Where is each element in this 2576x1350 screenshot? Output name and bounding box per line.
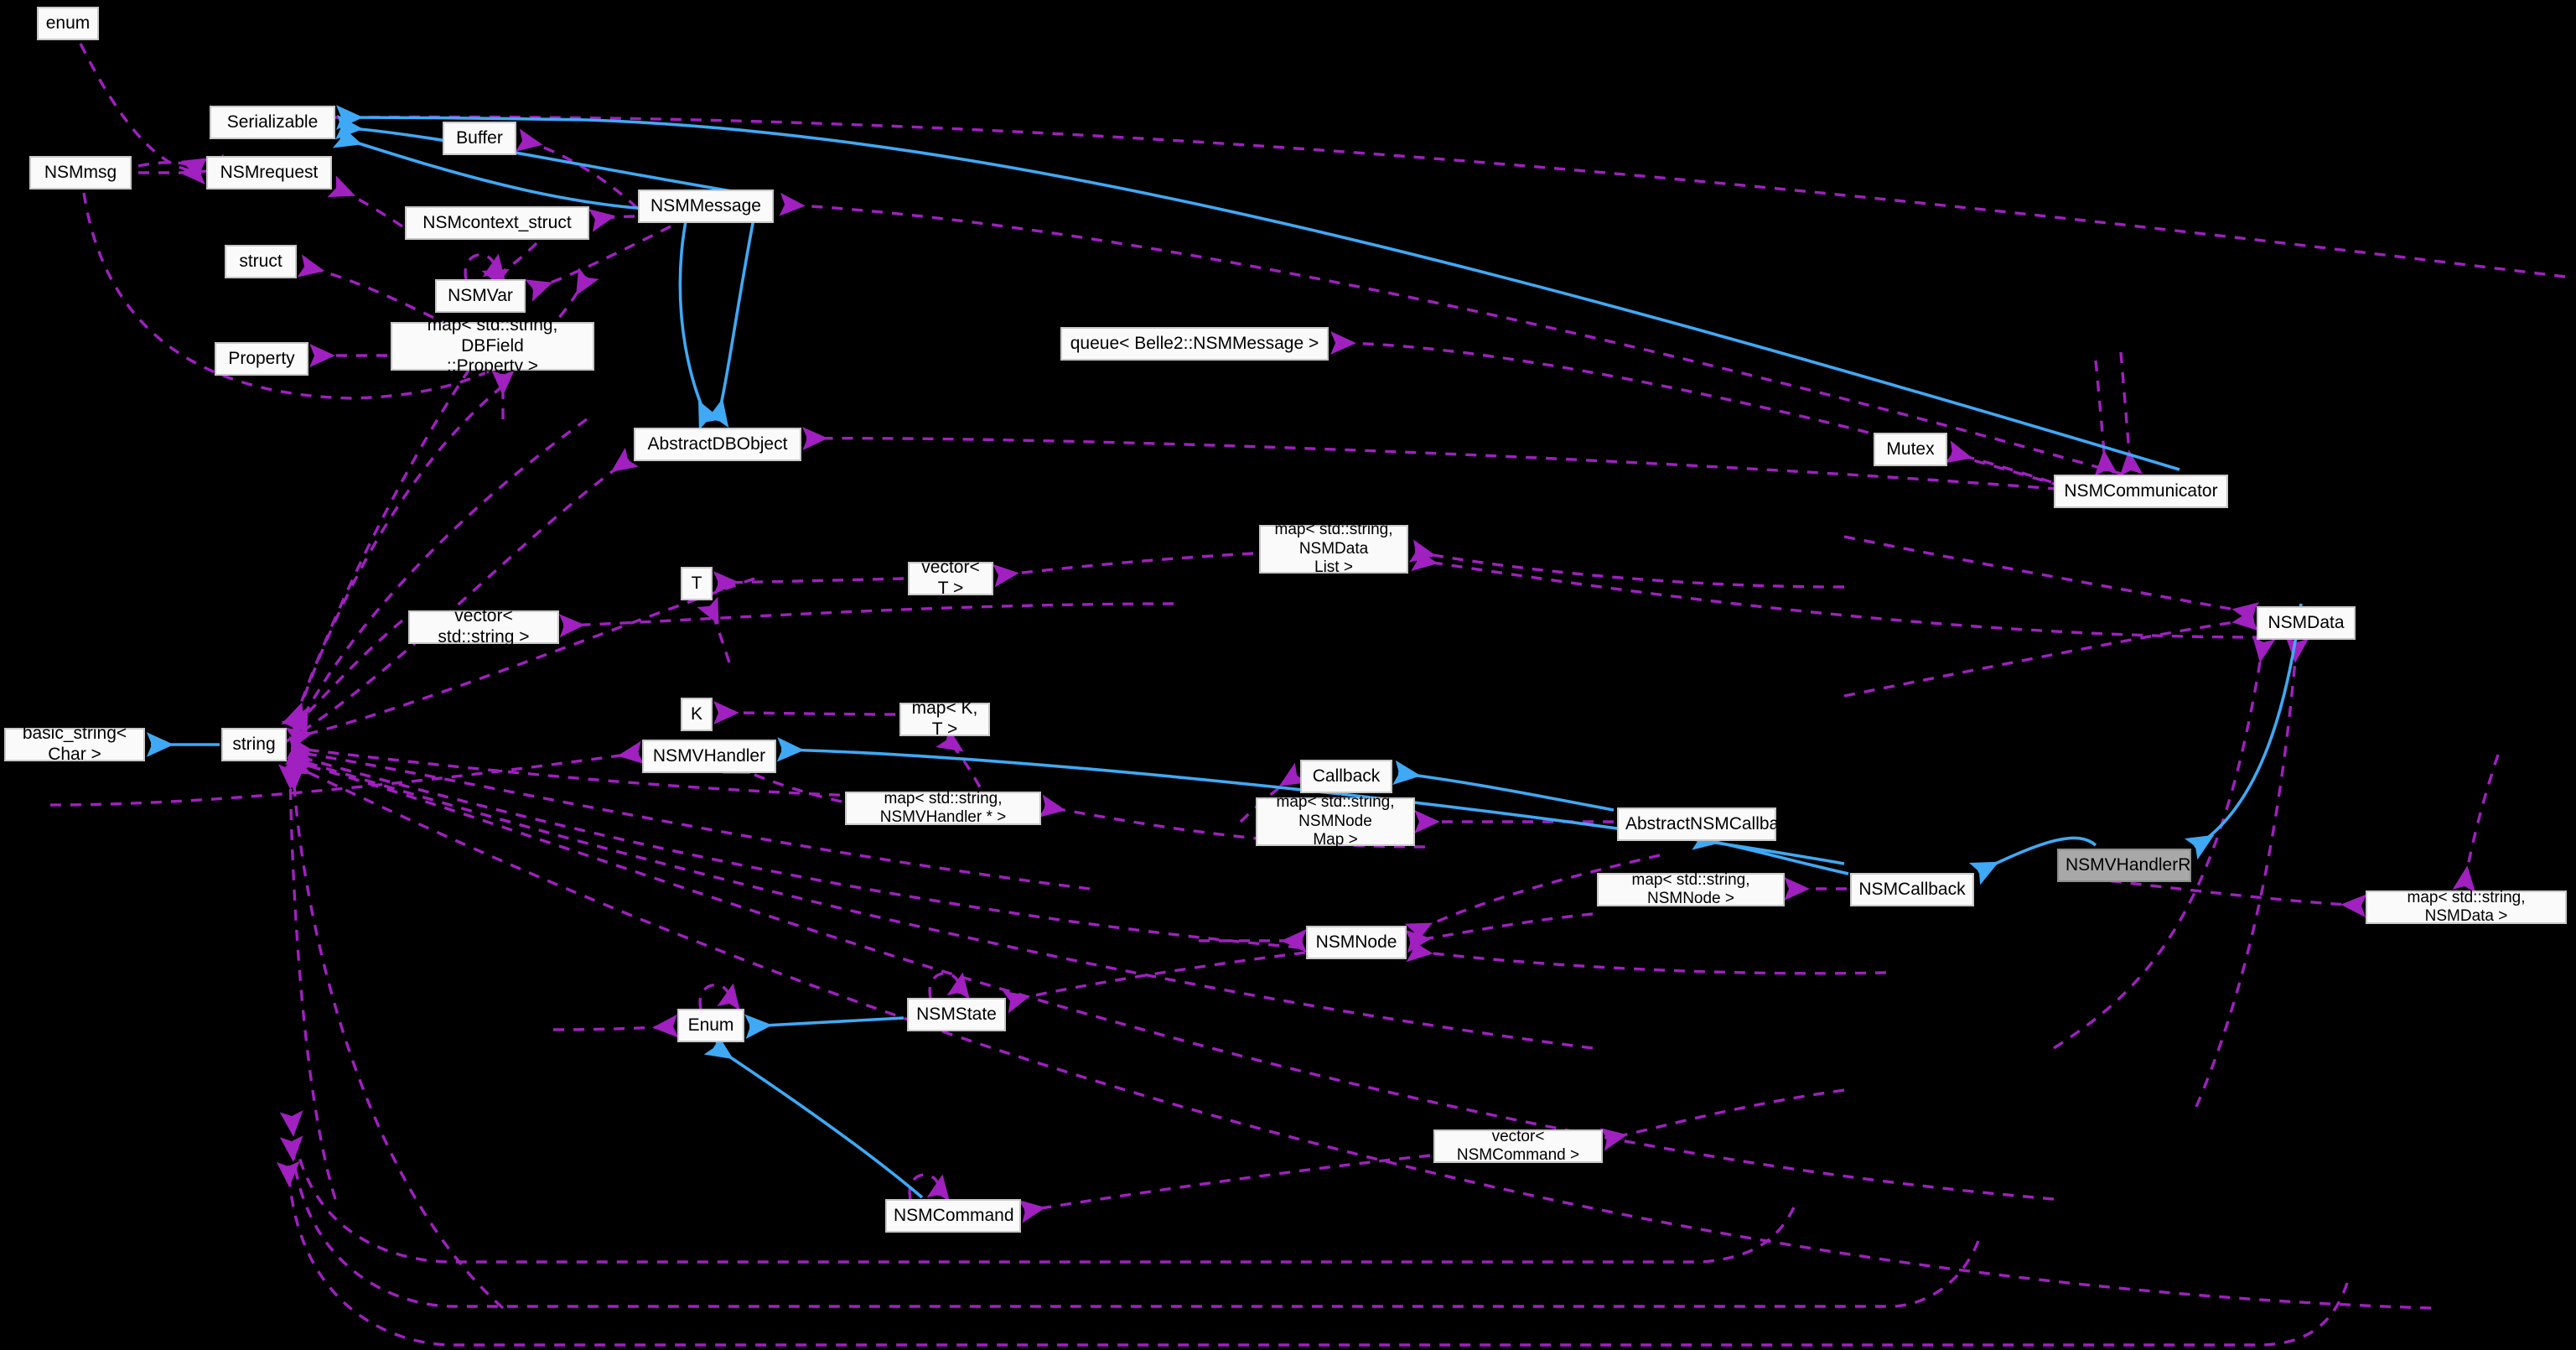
node-map-k-t[interactable]: map< K, T > <box>899 698 990 739</box>
node-nsmvhandler[interactable]: NSMVHandler <box>642 740 776 773</box>
node-label: map< std::string, NSMData List > <box>1274 521 1393 577</box>
node-label: map< std::string, NSMData > <box>2407 888 2526 925</box>
node-nsmrequest[interactable]: NSMrequest <box>206 156 332 190</box>
node-label: NSMData <box>2268 612 2345 632</box>
node-label: AbstractDBObject <box>647 434 788 454</box>
node-nsmvhandlerref[interactable]: NSMVHandlerRef <box>2057 849 2205 882</box>
node-buffer[interactable]: Buffer <box>443 122 516 155</box>
node-label: NSMmsg <box>44 162 117 182</box>
node-nsmcommunicator[interactable]: NSMCommunicator <box>2054 475 2228 508</box>
node-label: map< std::string, NSMNode > <box>1631 870 1750 907</box>
node-label: map< std::string, NSMVHandler * > <box>879 789 1007 826</box>
node-k[interactable]: K <box>681 698 713 731</box>
node-property[interactable]: Property <box>215 342 308 376</box>
node-map-nsmnode[interactable]: map< std::string, NSMNode > <box>1597 870 1785 907</box>
node-nsmnode[interactable]: NSMNode <box>1306 926 1407 959</box>
node-label: vector< T > <box>921 558 980 598</box>
node-label: NSMState <box>916 1004 997 1024</box>
node-label: NSMCommunicator <box>2064 480 2218 501</box>
node-serializable[interactable]: Serializable <box>210 106 335 139</box>
node-callback[interactable]: Callback <box>1300 760 1392 793</box>
node-label: NSMMessage <box>650 195 761 215</box>
node-vector-t[interactable]: vector< T > <box>908 558 993 598</box>
node-label: Serializable <box>226 112 319 132</box>
node-enum[interactable]: enum <box>37 7 99 40</box>
node-string[interactable]: string <box>221 728 287 761</box>
node-queue-nsmmessage[interactable]: queue< Belle2::NSMMessage > <box>1060 327 1329 361</box>
node-nsmcommand[interactable]: NSMCommand <box>885 1199 1021 1233</box>
node-label: struct <box>239 251 282 271</box>
node-label: NSMVHandler <box>652 745 766 766</box>
node-map-dbfield-property[interactable]: map< std::string, DBField ::Property > <box>391 315 594 376</box>
node-label: Property <box>228 348 295 368</box>
node-abstractdbobject[interactable]: AbstractDBObject <box>634 428 801 461</box>
node-map-nsmvhandler-ptr[interactable]: map< std::string, NSMVHandler * > <box>845 789 1041 826</box>
node-label: NSMNode <box>1315 932 1397 952</box>
node-label: vector< std::string > <box>438 606 530 646</box>
node-abstractnsmcallback[interactable]: AbstractNSMCallback <box>1617 807 1797 841</box>
node-nsmcallback[interactable]: NSMCallback <box>1850 873 1974 906</box>
node-label: vector< NSMCommand > <box>1456 1127 1580 1164</box>
node-label: Callback <box>1312 766 1381 786</box>
node-struct[interactable]: struct <box>225 245 297 278</box>
node-vector-nsmcommand[interactable]: vector< NSMCommand > <box>1433 1127 1603 1164</box>
node-nsmmessage[interactable]: NSMMessage <box>638 190 774 223</box>
node-nsmcontext-struct[interactable]: NSMcontext_struct <box>405 206 589 240</box>
node-label: queue< Belle2::NSMMessage > <box>1070 333 1319 353</box>
node-label: map< std::string, DBField ::Property > <box>427 314 558 376</box>
node-map-nsmdata[interactable]: map< std::string, NSMData > <box>2366 888 2567 925</box>
node-label: T <box>691 573 702 593</box>
node-label: AbstractNSMCallback <box>1625 813 1797 833</box>
node-label: NSMrequest <box>220 162 319 182</box>
node-label: map< std::string, NSMNode Map > <box>1276 793 1395 849</box>
node-nsmdata[interactable]: NSMData <box>2257 606 2356 640</box>
node-label: string <box>232 734 276 754</box>
node-nsmmsg[interactable]: NSMmsg <box>29 156 132 190</box>
node-map-nsmnodemap[interactable]: map< std::string, NSMNode Map > <box>1256 793 1415 849</box>
node-label: Buffer <box>456 127 503 148</box>
node-label: NSMcontext_struct <box>422 212 572 232</box>
node-label: basic_string< Char > <box>22 724 127 764</box>
node-label: K <box>690 704 702 724</box>
node-map-nsmdatalist[interactable]: map< std::string, NSMData List > <box>1259 521 1408 576</box>
node-enum-class[interactable]: Enum <box>677 1009 744 1042</box>
node-t[interactable]: T <box>681 567 713 600</box>
node-mutex[interactable]: Mutex <box>1874 433 1947 466</box>
node-label: enum <box>45 13 91 33</box>
node-nsmstate[interactable]: NSMState <box>907 998 1006 1031</box>
node-label: NSMCallback <box>1858 879 1966 899</box>
node-vector-string[interactable]: vector< std::string > <box>408 606 559 646</box>
node-label: NSMVHandlerRef <box>2065 854 2205 875</box>
node-label: NSMCommand <box>894 1205 1014 1225</box>
node-basic-string-char[interactable]: basic_string< Char > <box>4 724 145 764</box>
node-nsmvar[interactable]: NSMVar <box>435 279 526 313</box>
node-label: Enum <box>687 1015 734 1035</box>
node-label: Mutex <box>1886 439 1935 459</box>
node-label: map< K, T > <box>911 698 978 739</box>
node-label: NSMVar <box>448 285 513 305</box>
